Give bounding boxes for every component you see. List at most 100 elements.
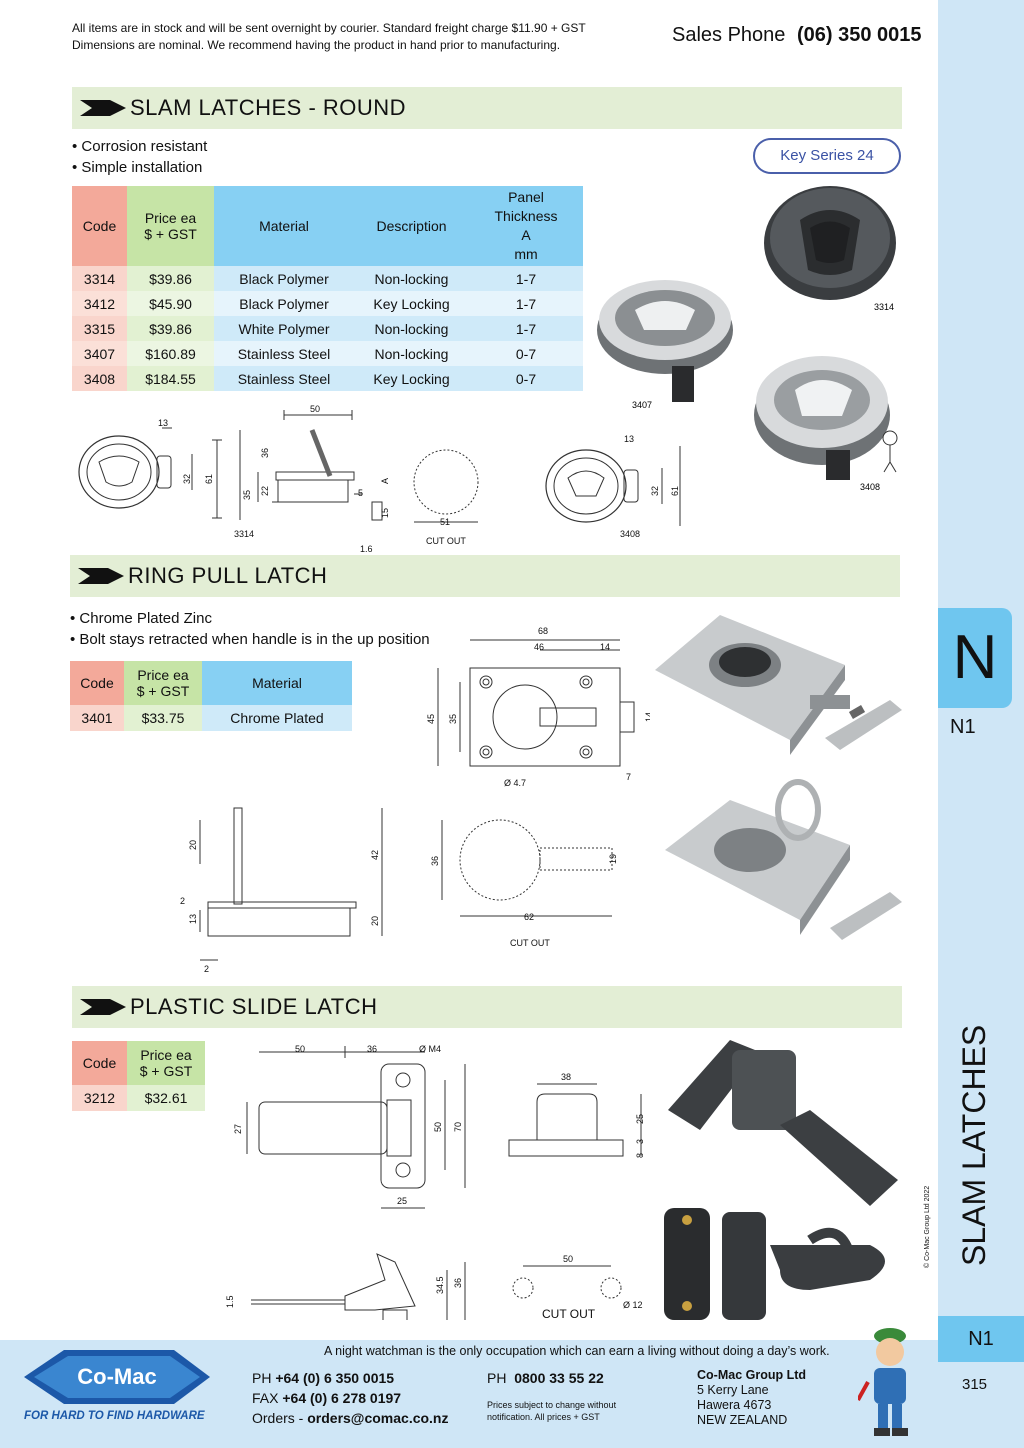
- ph-label: PH: [487, 1370, 507, 1386]
- dim-label: 14: [600, 642, 610, 652]
- dim-label: 68: [538, 626, 548, 636]
- freight-note: All items are in stock and will be sent …: [72, 20, 652, 54]
- sidebar-title-text: SLAM LATCHES: [956, 1024, 992, 1266]
- disclaimer: Prices subject to change without notific…: [487, 1399, 616, 1423]
- contact-block: PH +64 (0) 6 350 0015 FAX +64 (0) 6 278 …: [252, 1368, 449, 1428]
- copyright: © Co-Mac Group Ltd 2022: [924, 1185, 931, 1268]
- header-description: Description: [354, 186, 469, 266]
- cell-price: $39.86: [127, 316, 214, 341]
- dim-label: 61: [204, 474, 214, 484]
- cell-material: Black Polymer: [214, 266, 354, 291]
- sales-label: Sales Phone: [672, 24, 786, 46]
- plastic-drawings: 50 36 Ø M4 27 50 70 25 38 25 3 8 1.5 34.…: [225, 1044, 645, 1320]
- drawing-top-view: [437, 639, 635, 767]
- mascot-icon: [858, 1328, 908, 1436]
- arrow-icon: [80, 100, 126, 116]
- sales-number[interactable]: (06) 350 0015: [796, 24, 922, 46]
- dim-label: 20: [370, 916, 380, 926]
- table-row: 3401 $33.75 Chrome Plated: [70, 705, 352, 731]
- dim-label: 8: [635, 1153, 645, 1158]
- dim-label: 22: [260, 486, 270, 496]
- dim-label: 20: [188, 840, 198, 850]
- company-name: Co-Mac Group Ltd: [697, 1368, 807, 1382]
- cell-thickness: 0-7: [469, 341, 583, 366]
- footer-quote: A night watchman is the only occupation …: [324, 1344, 830, 1358]
- dim-label: 32: [650, 486, 660, 496]
- cell-price: $33.75: [124, 705, 202, 731]
- bullet-item: • Corrosion resistant: [72, 138, 208, 155]
- table-row: 3212 $32.61: [72, 1085, 205, 1111]
- drawing-side-plastic: [251, 1253, 466, 1320]
- comac-logo[interactable]: Co-Mac: [24, 1342, 210, 1412]
- section-tab-code: N1: [950, 716, 976, 738]
- cell-material: White Polymer: [214, 316, 354, 341]
- cell-description: Non-locking: [354, 341, 469, 366]
- dim-label: Ø 4.7: [504, 778, 526, 788]
- phone-number[interactable]: +64 (0) 6 350 0015: [275, 1370, 395, 1386]
- orders-label: Orders -: [252, 1410, 304, 1426]
- dim-label: 35: [242, 490, 252, 500]
- address-line: 5 Kerry Lane: [697, 1383, 769, 1397]
- section-title: PLASTIC SLIDE LATCH: [130, 994, 378, 1019]
- section-tab-code-bottom: N1: [938, 1316, 1024, 1362]
- cell-description: Non-locking: [354, 266, 469, 291]
- cell-description: Key Locking: [354, 366, 469, 391]
- cutout-plastic: [512, 1265, 622, 1299]
- freephone-number[interactable]: 0800 33 55 22: [514, 1370, 604, 1386]
- company-address: Co-Mac Group Ltd 5 Kerry Lane Hawera 467…: [697, 1368, 806, 1428]
- cell-description: Key Locking: [354, 291, 469, 316]
- drawing-code-label: 3408: [620, 529, 640, 539]
- section-title: RING PULL LATCH: [128, 563, 328, 588]
- dim-label: 25: [635, 1114, 645, 1124]
- dim-label: 25: [397, 1196, 407, 1206]
- arrow-icon: [80, 999, 126, 1015]
- cell-thickness: 0-7: [469, 366, 583, 391]
- section-title: SLAM LATCHES - ROUND: [130, 95, 407, 120]
- photo-label-3408: 3408: [860, 482, 880, 492]
- note-line-2: Dimensions are nominal. We recommend hav…: [72, 38, 561, 52]
- dim-label: 51: [440, 517, 450, 527]
- note-line-1: All items are in stock and will be sent …: [72, 21, 586, 35]
- key-series-button[interactable]: Key Series 24: [753, 138, 901, 174]
- drawing-code-label: 3314: [234, 529, 254, 539]
- photo-3407: [597, 280, 733, 402]
- cell-code: 3412: [72, 291, 127, 316]
- dim-label: 1.6: [360, 544, 373, 554]
- disclaimer-line: notification. All prices + GST: [487, 1412, 600, 1422]
- cell-thickness: 1-7: [469, 316, 583, 341]
- cell-price: $39.86: [127, 266, 214, 291]
- dim-label: 13: [158, 418, 168, 428]
- cell-code: 3408: [72, 366, 127, 391]
- cutout-label: CUT OUT: [510, 938, 550, 948]
- dim-label: 46: [534, 642, 544, 652]
- dim-label: 42: [370, 850, 380, 860]
- dim-label: 32: [182, 474, 192, 484]
- dim-label: 36: [430, 856, 440, 866]
- cell-code: 3212: [72, 1085, 127, 1111]
- header-price: Price ea $ + GST: [127, 186, 214, 266]
- section-header-ring: RING PULL LATCH: [70, 555, 900, 597]
- bullet-item: • Chrome Plated Zinc: [70, 610, 212, 627]
- bullet-item: • Bolt stays retracted when handle is in…: [70, 631, 430, 648]
- freephone: PH 0800 33 55 22: [487, 1368, 604, 1388]
- cell-code: 3315: [72, 316, 127, 341]
- dim-label: 45: [426, 714, 436, 724]
- sidebar-title: SLAM LATCHES: [946, 1025, 1016, 1270]
- slam-drawings: 13 32 61 3314 50 36 35 22 A 5 15 1.6 51 …: [78, 404, 681, 554]
- section-tab-letter[interactable]: N: [938, 608, 1012, 708]
- cutout-ring: [459, 819, 613, 901]
- dim-label: 36: [367, 1044, 377, 1054]
- photo-ring-latch-open: [665, 779, 902, 940]
- cell-price: $184.55: [127, 366, 214, 391]
- dim-label: 1.5: [225, 1295, 235, 1308]
- cell-price: $32.61: [127, 1085, 205, 1111]
- fax-number: +64 (0) 6 278 0197: [282, 1390, 402, 1406]
- drawing-front-3314: [78, 427, 222, 519]
- page-number: 315: [962, 1376, 988, 1393]
- cell-code: 3314: [72, 266, 127, 291]
- dim-label: 70: [453, 1122, 463, 1132]
- orders-email[interactable]: orders@comac.co.nz: [307, 1410, 449, 1426]
- cell-price: $45.90: [127, 291, 214, 316]
- section-header-plastic: PLASTIC SLIDE LATCH: [72, 986, 902, 1028]
